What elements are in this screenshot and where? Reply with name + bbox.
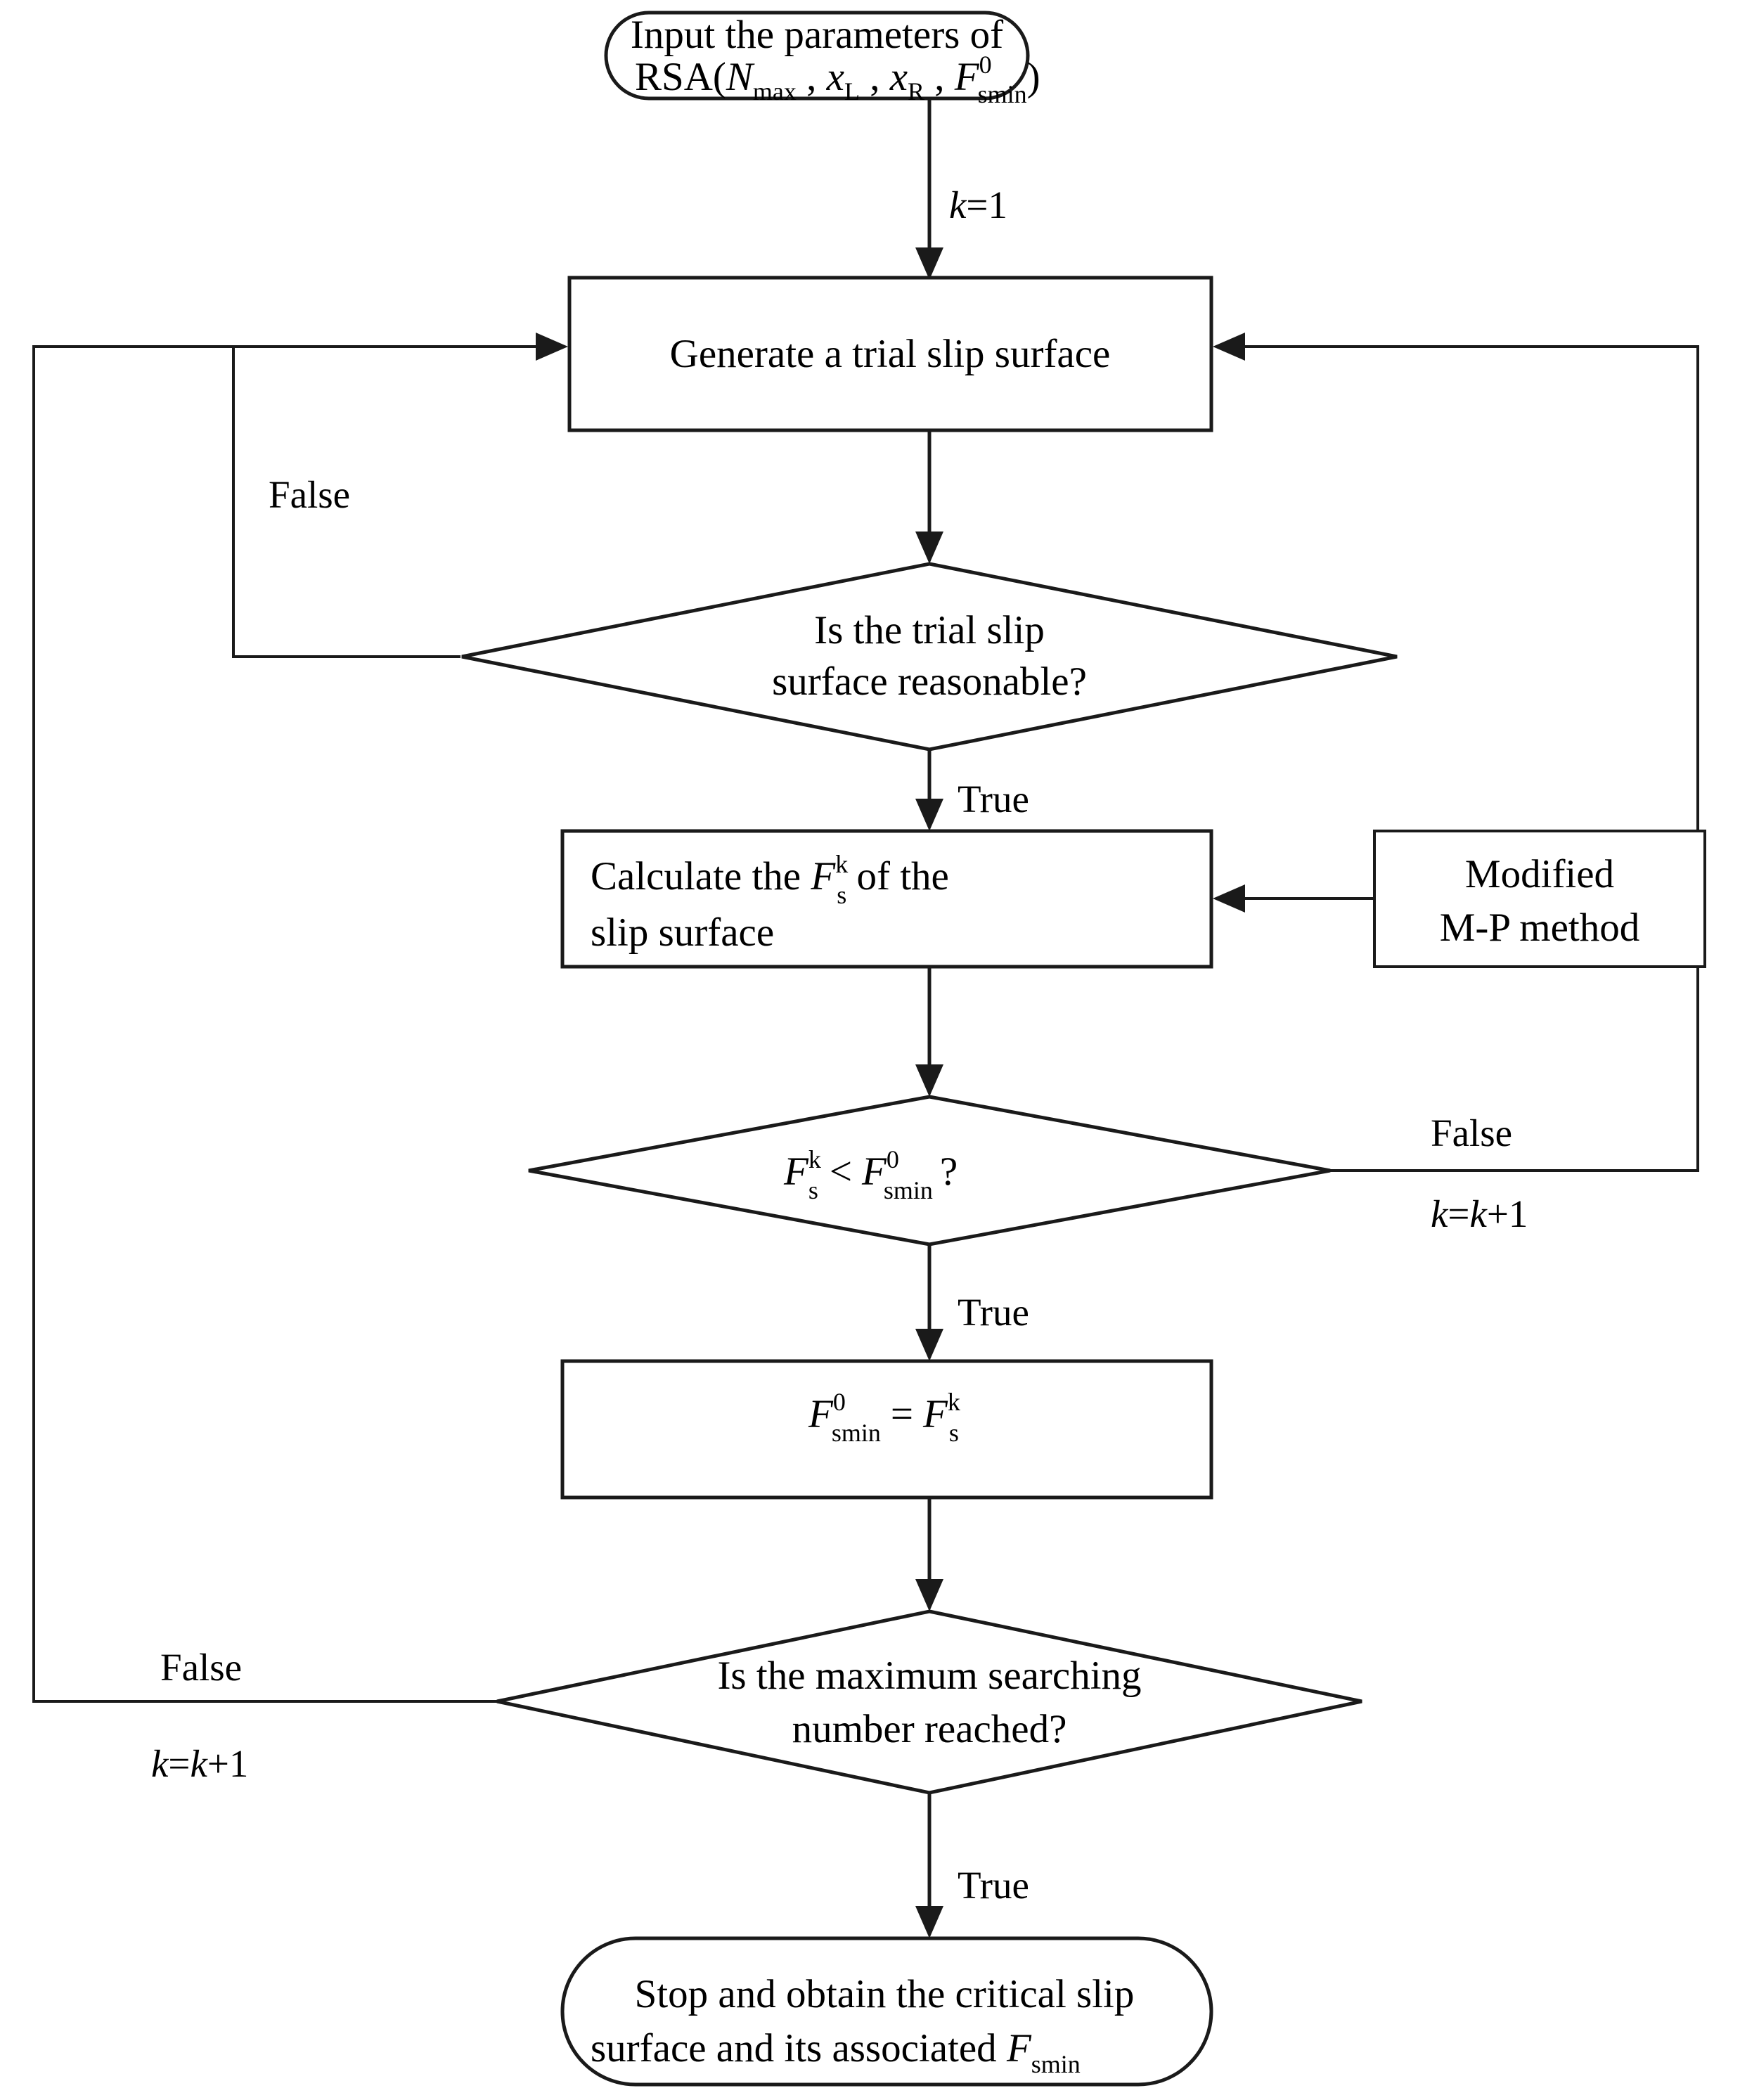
node-generate-shape [567,276,1213,432]
node-method-label-line2: M-P method [1440,906,1639,950]
node-start-label-line1: Input the parameters of [631,13,1003,57]
edge-label-init-k: k=1 [949,183,1007,226]
edge-label-compare-false-k: k=k+1 [1431,1192,1528,1235]
node-generate-label: Generate a trial slip surface [670,332,1111,376]
edge-label-max-false: False [160,1646,242,1689]
node-method-label-line1: Modified [1465,852,1614,896]
node-calculate-shape [560,829,1213,969]
node-assign-shape [560,1359,1213,1500]
edge-label-compare-true: True [958,1291,1029,1334]
edge-assign-to-decision-max [915,1497,943,1611]
edge-generate-to-decision-reasonable [915,430,943,564]
edge-compare-true [915,1244,943,1361]
edge-reasonable-true [915,749,943,831]
node-end-label-line2: surface and its associated Fsmin [591,2026,1081,2078]
node-end-label-line1: Stop and obtain the critical slip [635,1972,1135,2016]
edge-max-false-loop [32,345,554,1703]
edge-label-max-false-k: k=k+1 [151,1742,248,1785]
edge-label-reasonable-false: False [269,473,350,516]
edge-max-true [915,1793,943,1938]
edge-method-to-calculate [1213,884,1374,913]
node-calculate-label-line2: slip surface [591,910,774,955]
edge-calculate-to-decision-compare [915,967,943,1097]
node-decision-max-label-line1: Is the maximum searching [717,1654,1141,1698]
edge-label-max-true: True [958,1864,1029,1907]
node-end-shape [560,1936,1213,2087]
edge-label-compare-false: False [1431,1112,1512,1154]
node-decision-max-shape [496,1609,1362,1795]
node-decision-compare-shape [528,1095,1331,1247]
edge-compare-false-loop [1213,333,1699,1172]
node-decision-reasonable-shape [461,562,1398,752]
node-decision-reasonable-label-line2: surface reasonable? [772,659,1087,704]
node-decision-reasonable-label-line1: Is the trial slip [814,608,1045,652]
node-method-shape [1373,830,1706,968]
edge-label-reasonable-true: True [958,778,1029,820]
node-decision-max-label-line2: number reached? [792,1707,1067,1751]
edge-start-to-generate [915,98,943,280]
node-start-shape [604,11,1030,101]
